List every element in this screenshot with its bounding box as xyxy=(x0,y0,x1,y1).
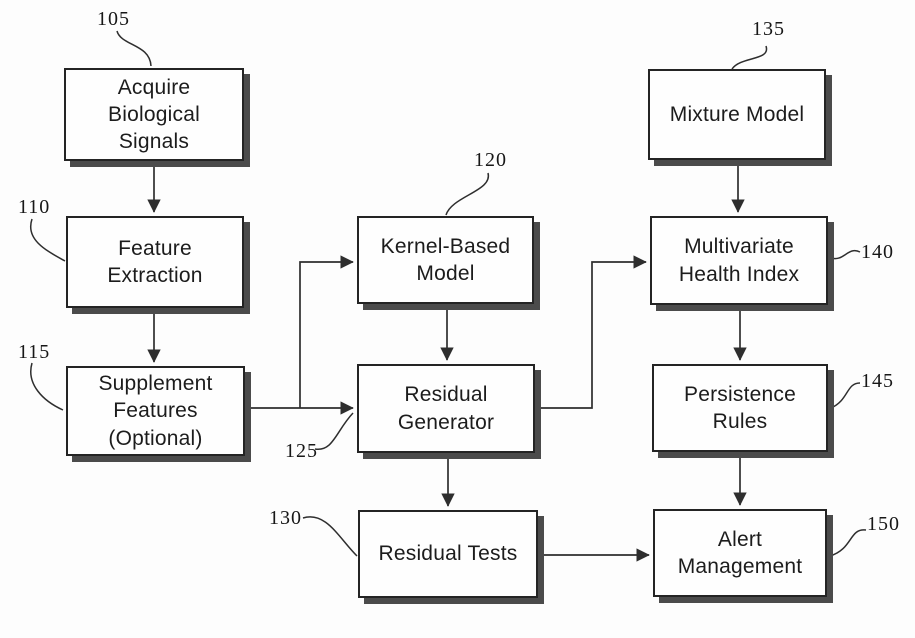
node-label-kernel-based-model: Kernel-Based Model xyxy=(380,234,511,285)
leader-125 xyxy=(314,412,354,450)
leader-105 xyxy=(116,30,152,67)
node-persistence-rules: Persistence Rules xyxy=(652,364,828,452)
node-label-multivariate-health-index: Multivariate Health Index xyxy=(678,235,800,286)
node-label-persistence-rules: Persistence Rules xyxy=(684,382,796,433)
ref-label-115: 115 xyxy=(18,341,51,363)
leader-130 xyxy=(302,516,358,557)
leader-140 xyxy=(830,249,861,260)
node-residual-tests: Residual Tests xyxy=(358,510,538,598)
node-label-feature-extraction: Feature Extraction xyxy=(107,236,203,287)
node-label-alert-management: Alert Management xyxy=(677,527,803,578)
ref-label-120: 120 xyxy=(474,149,507,171)
node-label-acquire-biological-signals: Acquire Biological Signals xyxy=(108,75,200,154)
node-label-residual-tests: Residual Tests xyxy=(378,542,518,566)
leader-120 xyxy=(445,172,489,216)
node-multivariate-health-index: Multivariate Health Index xyxy=(650,216,828,305)
node-kernel-based-model: Kernel-Based Model xyxy=(357,216,534,304)
ref-label-105: 105 xyxy=(97,8,130,30)
node-feature-extraction: Feature Extraction xyxy=(66,216,244,308)
node-label-supplement-features: Supplement Features (Optional) xyxy=(98,372,213,450)
ref-label-135: 135 xyxy=(752,18,785,40)
ref-label-125: 125 xyxy=(285,440,318,462)
leader-110 xyxy=(29,218,66,262)
edge-125-140 xyxy=(536,255,647,409)
node-alert-management: Alert Management xyxy=(653,509,827,597)
node-acquire-biological-signals: Acquire Biological Signals xyxy=(64,68,244,161)
ref-label-130: 130 xyxy=(269,507,302,529)
leader-150 xyxy=(829,529,867,557)
node-label-residual-generator: Residual Generator xyxy=(397,383,495,434)
leader-135 xyxy=(731,45,768,70)
ref-label-140: 140 xyxy=(861,241,894,263)
node-residual-generator: Residual Generator xyxy=(357,364,535,453)
ref-label-110: 110 xyxy=(18,196,51,218)
leader-145 xyxy=(830,382,861,409)
node-mixture-model: Mixture Model xyxy=(648,69,826,160)
edge-115-120 xyxy=(299,255,354,408)
leader-115 xyxy=(30,362,64,411)
ref-label-150: 150 xyxy=(867,513,900,535)
node-supplement-features: Supplement Features (Optional) xyxy=(66,366,245,456)
node-label-mixture-model: Mixture Model xyxy=(669,102,805,126)
ref-label-145: 145 xyxy=(861,370,894,392)
